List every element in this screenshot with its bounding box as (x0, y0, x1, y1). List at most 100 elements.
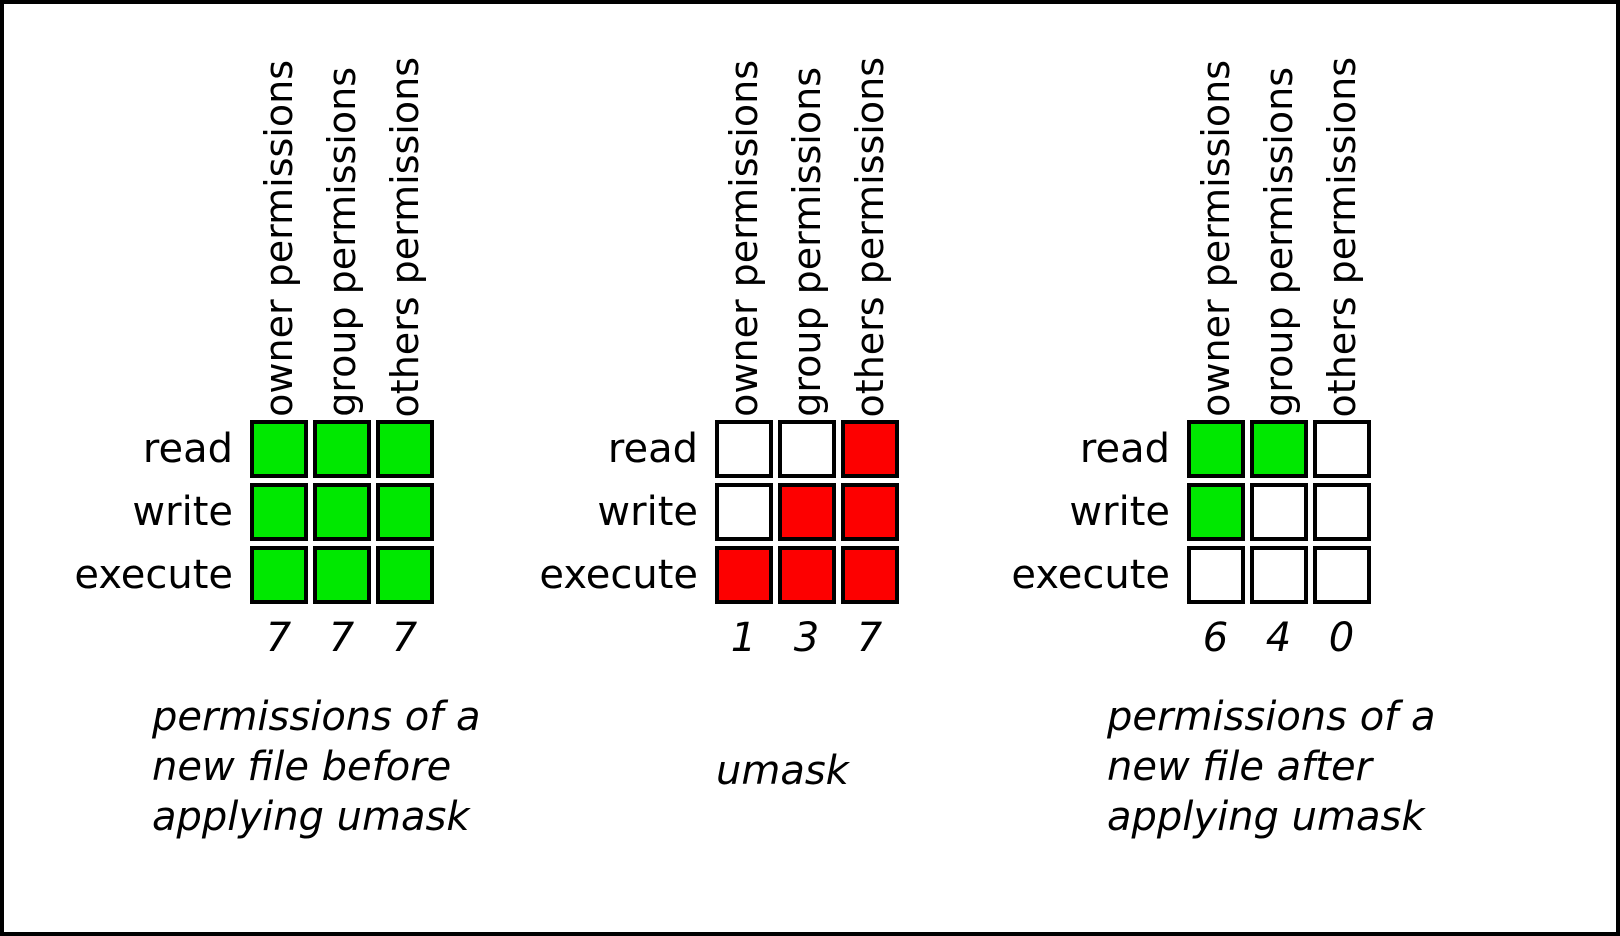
row-read: read (1007, 417, 1435, 480)
cell-slot (310, 480, 373, 543)
permission-cell (714, 482, 773, 541)
permission-matrix: owner permissions group permissions othe… (70, 34, 480, 658)
octal-digit: 7 (328, 615, 355, 661)
octal-digit: 3 (793, 615, 820, 661)
column-header-group: group permissions (1247, 34, 1310, 417)
row-label-execute: execute (70, 543, 247, 606)
row-label-text: execute (1011, 551, 1170, 598)
column-header-group: group permissions (775, 34, 838, 417)
cell-slot (1184, 543, 1247, 606)
corner-spacer (535, 34, 712, 417)
octal-digit: 4 (1265, 615, 1292, 661)
permission-cell (375, 545, 434, 604)
cell-slot (775, 480, 838, 543)
corner-spacer (1007, 34, 1184, 417)
row-label-write: write (535, 480, 712, 543)
row-label-read: read (1007, 417, 1184, 480)
row-label-text: write (1069, 488, 1170, 535)
cell-slot (712, 417, 775, 480)
column-header-label: others permissions (1319, 56, 1364, 417)
cell-slot (247, 543, 310, 606)
permission-cell (1312, 545, 1371, 604)
cell-slot (1184, 480, 1247, 543)
octal-digit: 7 (856, 615, 883, 661)
octal-digit: 6 (1202, 615, 1229, 661)
column-header-owner: owner permissions (247, 34, 310, 417)
row-label-text: read (607, 425, 698, 472)
permission-cell (840, 545, 899, 604)
column-headers-row: owner permissions group permissions othe… (1007, 34, 1435, 417)
panel-umask: owner permissions group permissions othe… (535, 34, 901, 796)
column-header-label: owner permissions (1193, 60, 1238, 417)
row-label-read: read (535, 417, 712, 480)
permission-cell (1249, 419, 1308, 478)
permission-cell (312, 482, 371, 541)
digits-spacer (70, 606, 247, 658)
digits-spacer (535, 606, 712, 658)
panel-after-umask: owner permissions group permissions othe… (1007, 34, 1435, 842)
column-headers-row: owner permissions group permissions othe… (535, 34, 901, 417)
row-write: write (70, 480, 480, 543)
column-header-others: others permissions (838, 34, 901, 417)
panel-before-umask: owner permissions group permissions othe… (70, 34, 480, 842)
octal-digit: 1 (730, 615, 757, 661)
permission-cell (312, 545, 371, 604)
cell-slot (775, 543, 838, 606)
row-execute: execute (1007, 543, 1435, 606)
cell-slot (247, 417, 310, 480)
column-header-others: others permissions (1310, 34, 1373, 417)
cell-slot (1247, 480, 1310, 543)
row-label-text: execute (74, 551, 233, 598)
row-read: read (535, 417, 901, 480)
permission-cell (1312, 482, 1371, 541)
cell-slot (1184, 417, 1247, 480)
column-header-label: group permissions (1256, 67, 1301, 417)
cell-slot (1310, 543, 1373, 606)
row-execute: execute (70, 543, 480, 606)
row-label-write: write (1007, 480, 1184, 543)
caption-line: applying umask (152, 794, 470, 840)
digits-spacer (1007, 606, 1184, 658)
column-headers-row: owner permissions group permissions othe… (70, 34, 480, 417)
permission-cell (1186, 545, 1245, 604)
cell-slot (838, 417, 901, 480)
permission-matrix: owner permissions group permissions othe… (535, 34, 901, 658)
row-label-write: write (70, 480, 247, 543)
octal-digit: 0 (1328, 615, 1355, 661)
row-label-text: write (597, 488, 698, 535)
row-label-execute: execute (535, 543, 712, 606)
permission-cell (375, 419, 434, 478)
permission-cell (1186, 482, 1245, 541)
column-header-owner: owner permissions (1184, 34, 1247, 417)
cell-slot (373, 543, 436, 606)
row-execute: execute (535, 543, 901, 606)
row-write: write (535, 480, 901, 543)
permission-cell (777, 419, 836, 478)
octal-digits-row: 1 3 7 (535, 606, 901, 658)
permission-cell (249, 545, 308, 604)
row-label-text: read (142, 425, 233, 472)
octal-digits-row: 7 7 7 (70, 606, 480, 658)
corner-spacer (70, 34, 247, 417)
cell-slot (712, 480, 775, 543)
cell-slot (247, 480, 310, 543)
permission-cell (1312, 419, 1371, 478)
column-header-group: group permissions (310, 34, 373, 417)
permission-cell (777, 482, 836, 541)
permission-cell (249, 482, 308, 541)
permission-cell (714, 545, 773, 604)
octal-digits-row: 6 4 0 (1007, 606, 1435, 658)
row-read: read (70, 417, 480, 480)
permission-cell (714, 419, 773, 478)
cell-slot (1310, 480, 1373, 543)
column-header-label: owner permissions (721, 60, 766, 417)
column-header-label: group permissions (319, 67, 364, 417)
column-header-label: others permissions (847, 56, 892, 417)
row-label-text: read (1079, 425, 1170, 472)
permission-cell (312, 419, 371, 478)
permission-cell (1249, 482, 1308, 541)
permission-cell (840, 419, 899, 478)
row-label-text: write (132, 488, 233, 535)
cell-slot (1247, 417, 1310, 480)
